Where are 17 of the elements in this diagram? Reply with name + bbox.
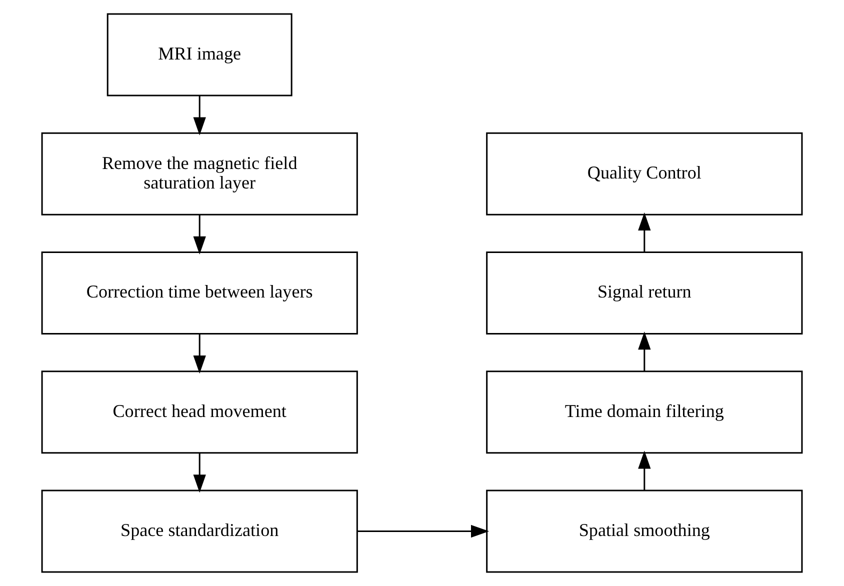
arrow <box>193 214 206 255</box>
node-box: Correction time between layers <box>41 252 358 334</box>
arrow <box>193 96 206 136</box>
node-box: MRI image <box>106 13 292 96</box>
node-box: Remove the magnetic field saturation layer <box>41 132 358 216</box>
arrow <box>638 212 651 252</box>
node-box: Quality Control <box>486 132 803 216</box>
node-box: Signal return <box>486 252 803 334</box>
arrow <box>638 332 651 372</box>
arrow <box>193 452 206 493</box>
node-box: Spatial smoothing <box>486 490 803 573</box>
node-box: Time domain filtering <box>486 370 803 454</box>
arrow <box>638 450 651 490</box>
node-box: Space standardization <box>41 490 358 573</box>
node-box: Correct head movement <box>41 370 358 454</box>
arrow <box>193 334 206 374</box>
arrow <box>357 524 490 538</box>
